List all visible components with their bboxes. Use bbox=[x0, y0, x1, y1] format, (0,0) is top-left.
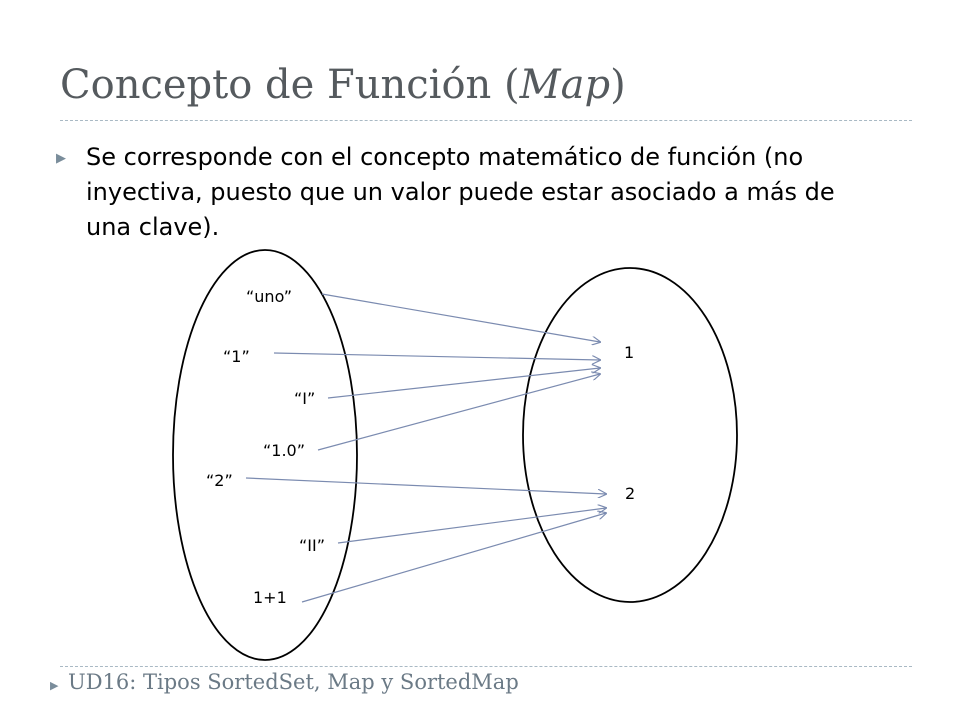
domain-label: “uno” bbox=[246, 287, 292, 306]
slide-title: Concepto de Función (Map) bbox=[60, 62, 626, 108]
mapping-arrow bbox=[327, 368, 600, 399]
codomain-label: 2 bbox=[625, 484, 635, 503]
mapping-arrow bbox=[317, 374, 600, 451]
footer-divider bbox=[60, 666, 912, 667]
title-text: Concepto de Función ( bbox=[60, 62, 520, 108]
footer-triangle-icon: ▶ bbox=[50, 679, 59, 692]
mapping-arrows bbox=[245, 293, 606, 603]
title-divider bbox=[60, 120, 912, 121]
title-close: ) bbox=[610, 62, 626, 108]
domain-label: “1” bbox=[223, 347, 250, 366]
domain-label: “1.0” bbox=[263, 441, 305, 460]
footer-text: UD16: Tipos SortedSet, Map y SortedMap bbox=[68, 670, 519, 694]
domain-label: “2” bbox=[206, 471, 233, 490]
mapping-arrow bbox=[245, 477, 606, 494]
domain-label: 1+1 bbox=[253, 588, 287, 607]
mapping-arrow bbox=[321, 293, 600, 342]
domain-set-ellipse bbox=[172, 249, 358, 661]
mapping-arrow bbox=[273, 352, 600, 360]
triangle-bullet-icon: ▶ bbox=[56, 151, 66, 166]
mapping-arrow bbox=[337, 508, 606, 544]
codomain-label: 1 bbox=[624, 343, 634, 362]
mapping-arrow bbox=[301, 513, 606, 603]
codomain-set-ellipse bbox=[522, 267, 738, 603]
domain-label: “I” bbox=[294, 389, 315, 408]
title-italic-term: Map bbox=[519, 62, 611, 108]
domain-label: “II” bbox=[299, 536, 325, 555]
bullet-text: Se corresponde con el concepto matemátic… bbox=[86, 143, 835, 241]
